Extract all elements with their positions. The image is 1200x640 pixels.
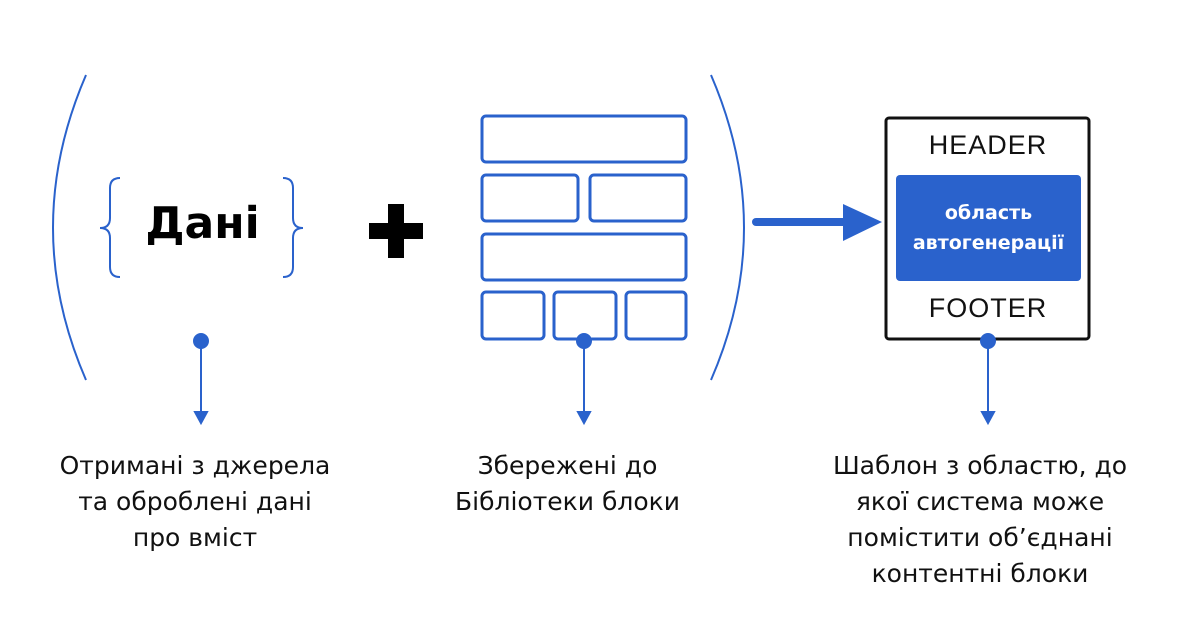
template-footer: FOOTER	[928, 293, 1048, 323]
block	[624, 290, 688, 341]
block	[552, 290, 618, 341]
left-parenthesis	[52, 74, 87, 381]
area-line-2: автогенерації	[912, 232, 1065, 254]
block	[588, 173, 688, 223]
block	[480, 173, 580, 223]
right-arrow-icon	[752, 204, 882, 241]
data-label: Дані	[145, 198, 260, 249]
area-line-1: область	[944, 202, 1033, 224]
left-curly-brace	[99, 177, 121, 278]
template-header: HEADER	[928, 130, 1048, 160]
plus-icon	[369, 204, 423, 258]
caption-blocks: Збережені до Бібліотеки блоки	[454, 451, 680, 516]
caption-data: Отримані з джерела та оброблені дані про…	[59, 451, 331, 552]
caption-template: Шаблон з областю, до якої система може п…	[832, 451, 1128, 588]
right-curly-brace	[282, 177, 304, 278]
block	[480, 114, 688, 164]
block	[480, 232, 688, 282]
block	[480, 290, 546, 341]
content-blocks	[480, 114, 688, 341]
right-parenthesis	[710, 74, 745, 381]
autogeneration-area: область автогенерації	[896, 175, 1081, 281]
